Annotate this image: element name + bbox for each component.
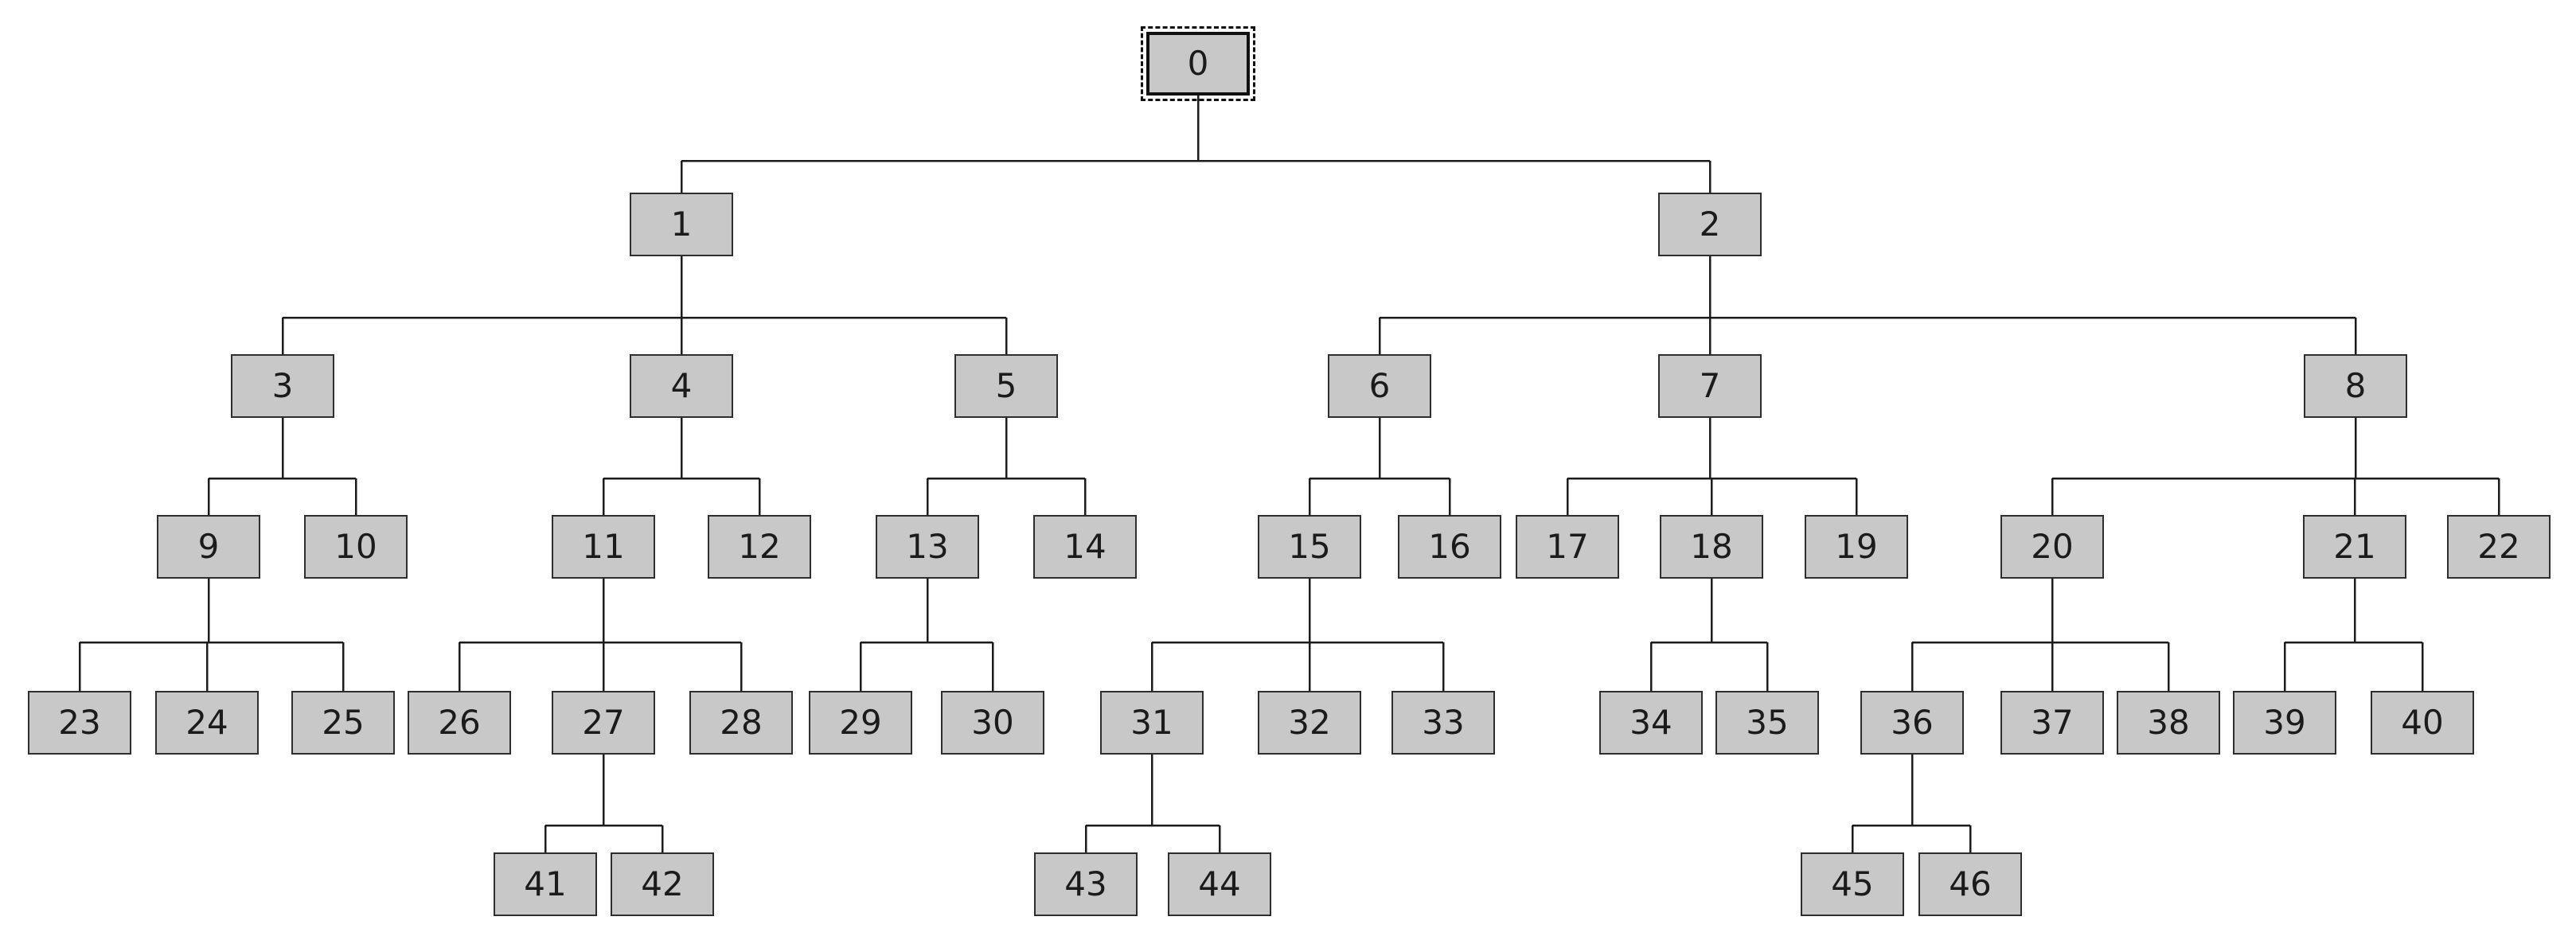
tree-node-label: 19 (1835, 527, 1878, 566)
tree-node-label: 41 (524, 864, 567, 903)
tree-node-label: 26 (438, 703, 481, 742)
tree-node-9[interactable]: 9 (157, 515, 260, 579)
tree-node-45[interactable]: 45 (1801, 852, 1904, 916)
tree-node-12[interactable]: 12 (708, 515, 811, 579)
tree-node-label: 24 (185, 703, 228, 742)
tree-node-label: 46 (1949, 864, 1992, 903)
tree-node-label: 7 (1699, 366, 1721, 405)
tree-node-label: 33 (1422, 703, 1465, 742)
tree-node-7[interactable]: 7 (1658, 354, 1762, 418)
tree-node-29[interactable]: 29 (809, 691, 912, 755)
tree-node-label: 39 (2263, 703, 2306, 742)
tree-node-label: 5 (995, 366, 1017, 405)
tree-node-label: 38 (2147, 703, 2190, 742)
tree-node-34[interactable]: 34 (1599, 691, 1703, 755)
tree-node-label: 16 (1428, 527, 1471, 566)
tree-node-31[interactable]: 31 (1100, 691, 1204, 755)
tree-node-24[interactable]: 24 (155, 691, 259, 755)
tree-node-label: 1 (670, 205, 693, 244)
tree-node-43[interactable]: 43 (1034, 852, 1138, 916)
tree-node-label: 23 (58, 703, 101, 742)
tree-node-27[interactable]: 27 (552, 691, 655, 755)
tree-node-label: 0 (1187, 44, 1209, 83)
tree-node-label: 15 (1288, 527, 1331, 566)
tree-node-0[interactable]: 0 (1141, 26, 1255, 101)
tree-node-label: 4 (670, 366, 693, 405)
tree-node-label: 40 (2401, 703, 2444, 742)
tree-node-label: 21 (2333, 527, 2376, 566)
tree-node-label: 27 (582, 703, 625, 742)
tree-node-20[interactable]: 20 (2000, 515, 2104, 579)
tree-node-14[interactable]: 14 (1033, 515, 1137, 579)
tree-node-label: 18 (1690, 527, 1733, 566)
tree-node-44[interactable]: 44 (1168, 852, 1271, 916)
tree-node-label: 17 (1546, 527, 1589, 566)
tree-node-label: 37 (2031, 703, 2074, 742)
tree-node-label: 11 (582, 527, 625, 566)
tree-node-5[interactable]: 5 (954, 354, 1058, 418)
tree-node-label: 28 (720, 703, 763, 742)
tree-node-46[interactable]: 46 (1918, 852, 2022, 916)
tree-node-label: 12 (738, 527, 781, 566)
tree-node-label: 29 (839, 703, 882, 742)
tree-node-4[interactable]: 4 (630, 354, 733, 418)
tree-node-11[interactable]: 11 (552, 515, 655, 579)
tree-node-1[interactable]: 1 (630, 193, 733, 256)
tree-node-36[interactable]: 36 (1860, 691, 1964, 755)
tree-node-8[interactable]: 8 (2304, 354, 2407, 418)
tree-node-label: 9 (197, 527, 220, 566)
tree-node-label: 34 (1630, 703, 1672, 742)
tree-node-label: 43 (1064, 864, 1107, 903)
tree-node-28[interactable]: 28 (689, 691, 793, 755)
tree-node-39[interactable]: 39 (2233, 691, 2336, 755)
tree-node-2[interactable]: 2 (1658, 193, 1762, 256)
tree-node-label: 36 (1891, 703, 1934, 742)
tree-node-label: 13 (906, 527, 949, 566)
tree-node-label: 42 (641, 864, 684, 903)
tree-node-label: 32 (1288, 703, 1331, 742)
tree-node-33[interactable]: 33 (1391, 691, 1495, 755)
tree-node-label: 14 (1064, 527, 1107, 566)
tree-node-17[interactable]: 17 (1516, 515, 1619, 579)
tree-node-21[interactable]: 21 (2303, 515, 2406, 579)
tree-node-19[interactable]: 19 (1805, 515, 1908, 579)
tree-node-25[interactable]: 25 (291, 691, 395, 755)
tree-node-6[interactable]: 6 (1328, 354, 1431, 418)
tree-node-40[interactable]: 40 (2371, 691, 2474, 755)
tree-node-18[interactable]: 18 (1660, 515, 1763, 579)
tree-node-37[interactable]: 37 (2000, 691, 2104, 755)
tree-node-label: 8 (2344, 366, 2367, 405)
tree-node-label: 31 (1130, 703, 1173, 742)
tree-node-label: 35 (1746, 703, 1789, 742)
tree-node-42[interactable]: 42 (611, 852, 714, 916)
tree-node-label: 6 (1368, 366, 1391, 405)
tree-node-32[interactable]: 32 (1258, 691, 1361, 755)
tree-node-label: 10 (334, 527, 377, 566)
tree-node-label: 45 (1831, 864, 1874, 903)
tree-node-23[interactable]: 23 (28, 691, 131, 755)
tree-node-label: 25 (322, 703, 365, 742)
tree-node-label: 2 (1699, 205, 1721, 244)
tree-node-10[interactable]: 10 (304, 515, 408, 579)
tree-node-22[interactable]: 22 (2447, 515, 2551, 579)
tree-node-13[interactable]: 13 (876, 515, 979, 579)
tree-node-30[interactable]: 30 (941, 691, 1044, 755)
tree-node-label: 20 (2031, 527, 2074, 566)
tree-node-label: 3 (271, 366, 294, 405)
tree-node-label: 30 (971, 703, 1014, 742)
tree-node-38[interactable]: 38 (2117, 691, 2220, 755)
tree-node-15[interactable]: 15 (1258, 515, 1361, 579)
tree-node-41[interactable]: 41 (494, 852, 597, 916)
tree-node-26[interactable]: 26 (408, 691, 511, 755)
tree-node-3[interactable]: 3 (231, 354, 334, 418)
tree-node-35[interactable]: 35 (1715, 691, 1819, 755)
tree-node-label: 22 (2477, 527, 2520, 566)
tree-node-16[interactable]: 16 (1398, 515, 1501, 579)
tree-node-label: 44 (1198, 864, 1241, 903)
